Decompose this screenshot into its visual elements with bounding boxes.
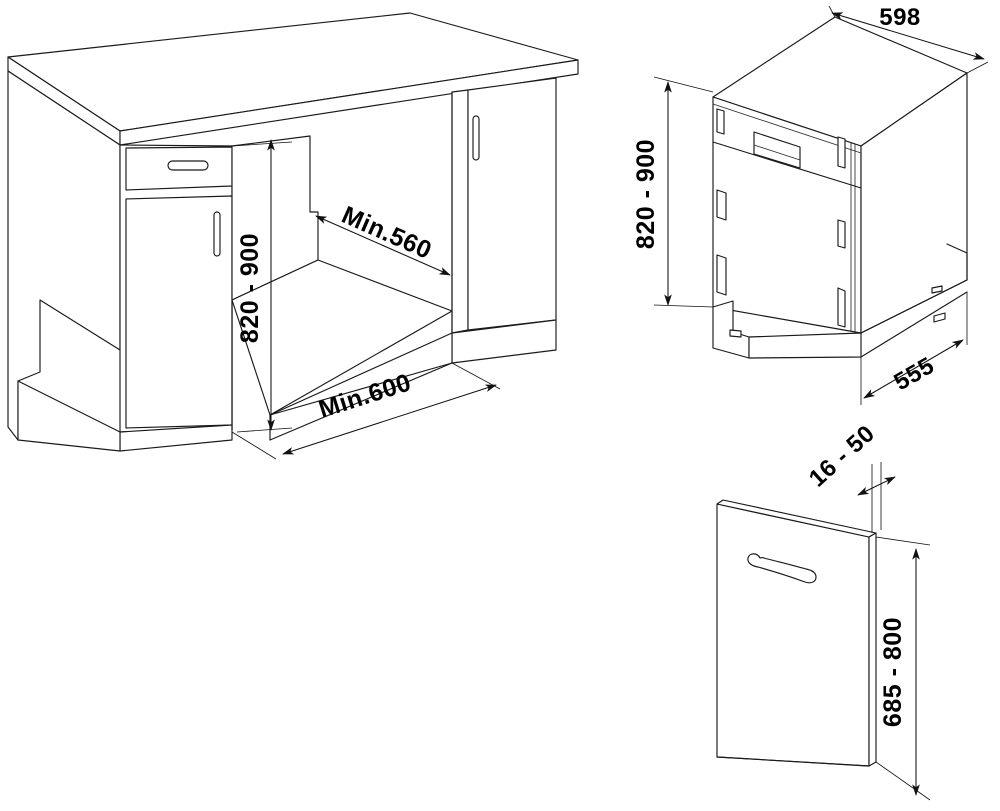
bracket-slot-lower-right <box>837 287 846 328</box>
worktop-right-edge <box>119 59 579 146</box>
control-panel-inner-line <box>753 144 801 161</box>
dim-ext-bottom <box>236 427 293 433</box>
dim-line-width <box>282 384 497 455</box>
bracket-slot-upper-right <box>837 136 846 169</box>
dim-dishwasher-height: 820 - 900 <box>632 76 714 308</box>
adjustable-foot-rear-left <box>931 285 943 294</box>
dim-label-niche-height: 820 - 900 <box>236 233 264 343</box>
dim-label-panel-height: 685 - 800 <box>879 617 907 727</box>
dishwasher-base-plate-right <box>748 332 862 359</box>
dim-ext-width-left <box>231 431 277 460</box>
bracket-slot-lower-left <box>716 254 727 296</box>
dishwasher-top-front-lip <box>712 103 862 154</box>
dim-ext-ph-top <box>875 536 931 546</box>
dishwasher-side-recess <box>946 243 968 281</box>
dim-niche-depth: Min.560 <box>315 201 451 276</box>
dim-label-niche-depth: Min.560 <box>338 201 436 265</box>
dim-line-thickness <box>857 476 896 496</box>
bracket-slot-middle-left <box>716 189 727 221</box>
dim-niche-height: 820 - 900 <box>231 139 293 433</box>
dim-line-598 <box>831 12 985 60</box>
panel-handle-icon <box>747 553 817 584</box>
dim-ext-width-right <box>451 362 501 390</box>
door-panel-right-edge <box>868 532 877 767</box>
view-cabinet-niche: 820 - 900 Min.560 Min.600 <box>7 12 579 460</box>
view-dishwasher-body: 598 820 - 900 555 <box>632 4 989 405</box>
dim-label-dishwasher-height: 820 - 900 <box>632 139 660 249</box>
left-plinth-return <box>17 380 121 452</box>
dim-label-panel-thickness: 16 - 50 <box>804 420 880 492</box>
dim-ext-dwh-top <box>653 76 714 93</box>
dim-dishwasher-width: 598 <box>828 4 989 74</box>
bracket-slot-middle-right <box>837 219 846 249</box>
left-door-handle-icon <box>213 211 221 257</box>
door-panel-bottom-edge <box>716 756 870 767</box>
dim-ext-ph-bottom <box>875 761 931 801</box>
dim-label-598: 598 <box>879 4 921 31</box>
bracket-slot-upper-left <box>716 108 725 135</box>
dim-line-depth <box>315 215 451 276</box>
door-panel-front-face <box>716 503 870 767</box>
right-door-handle-icon <box>472 115 480 161</box>
adjustable-foot-front-left <box>729 329 742 338</box>
dim-ext-dwh-bottom <box>653 304 714 308</box>
dim-ext-598-right <box>966 61 989 74</box>
adjustable-foot-rear-right <box>933 312 946 323</box>
dishwasher-panel-split-line <box>712 141 862 189</box>
right-cabinet-carcase <box>451 89 469 334</box>
dim-line-555 <box>863 339 964 399</box>
drawer-handle-icon <box>167 160 209 171</box>
dim-ext-top <box>231 141 293 147</box>
view-door-panel: 16 - 50 685 - 800 <box>716 420 931 801</box>
dim-ext-598-left <box>828 5 836 18</box>
dim-panel-thickness: 16 - 50 <box>804 420 896 533</box>
control-panel-recess <box>753 131 801 169</box>
dim-panel-height: 685 - 800 <box>875 536 931 801</box>
right-cabinet-door <box>467 77 557 331</box>
dishwasher-door-edge-band <box>850 142 856 333</box>
